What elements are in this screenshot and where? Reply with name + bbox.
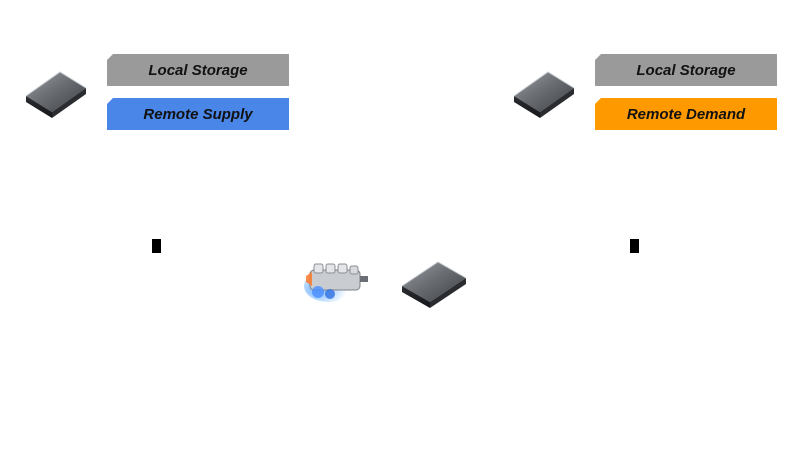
storage-drive-icon [25, 71, 87, 118]
remote-demand-label: Remote Demand [595, 98, 777, 130]
remote-supply-label: Remote Supply [107, 98, 289, 130]
storage-drive-icon [513, 71, 575, 118]
right-marker [630, 239, 639, 253]
local-storage-label-right: Local Storage [595, 54, 777, 86]
storage-drive-icon [401, 261, 467, 308]
local-storage-label-left: Local Storage [107, 54, 289, 86]
engine-icon [304, 263, 368, 302]
left-marker [152, 239, 161, 253]
